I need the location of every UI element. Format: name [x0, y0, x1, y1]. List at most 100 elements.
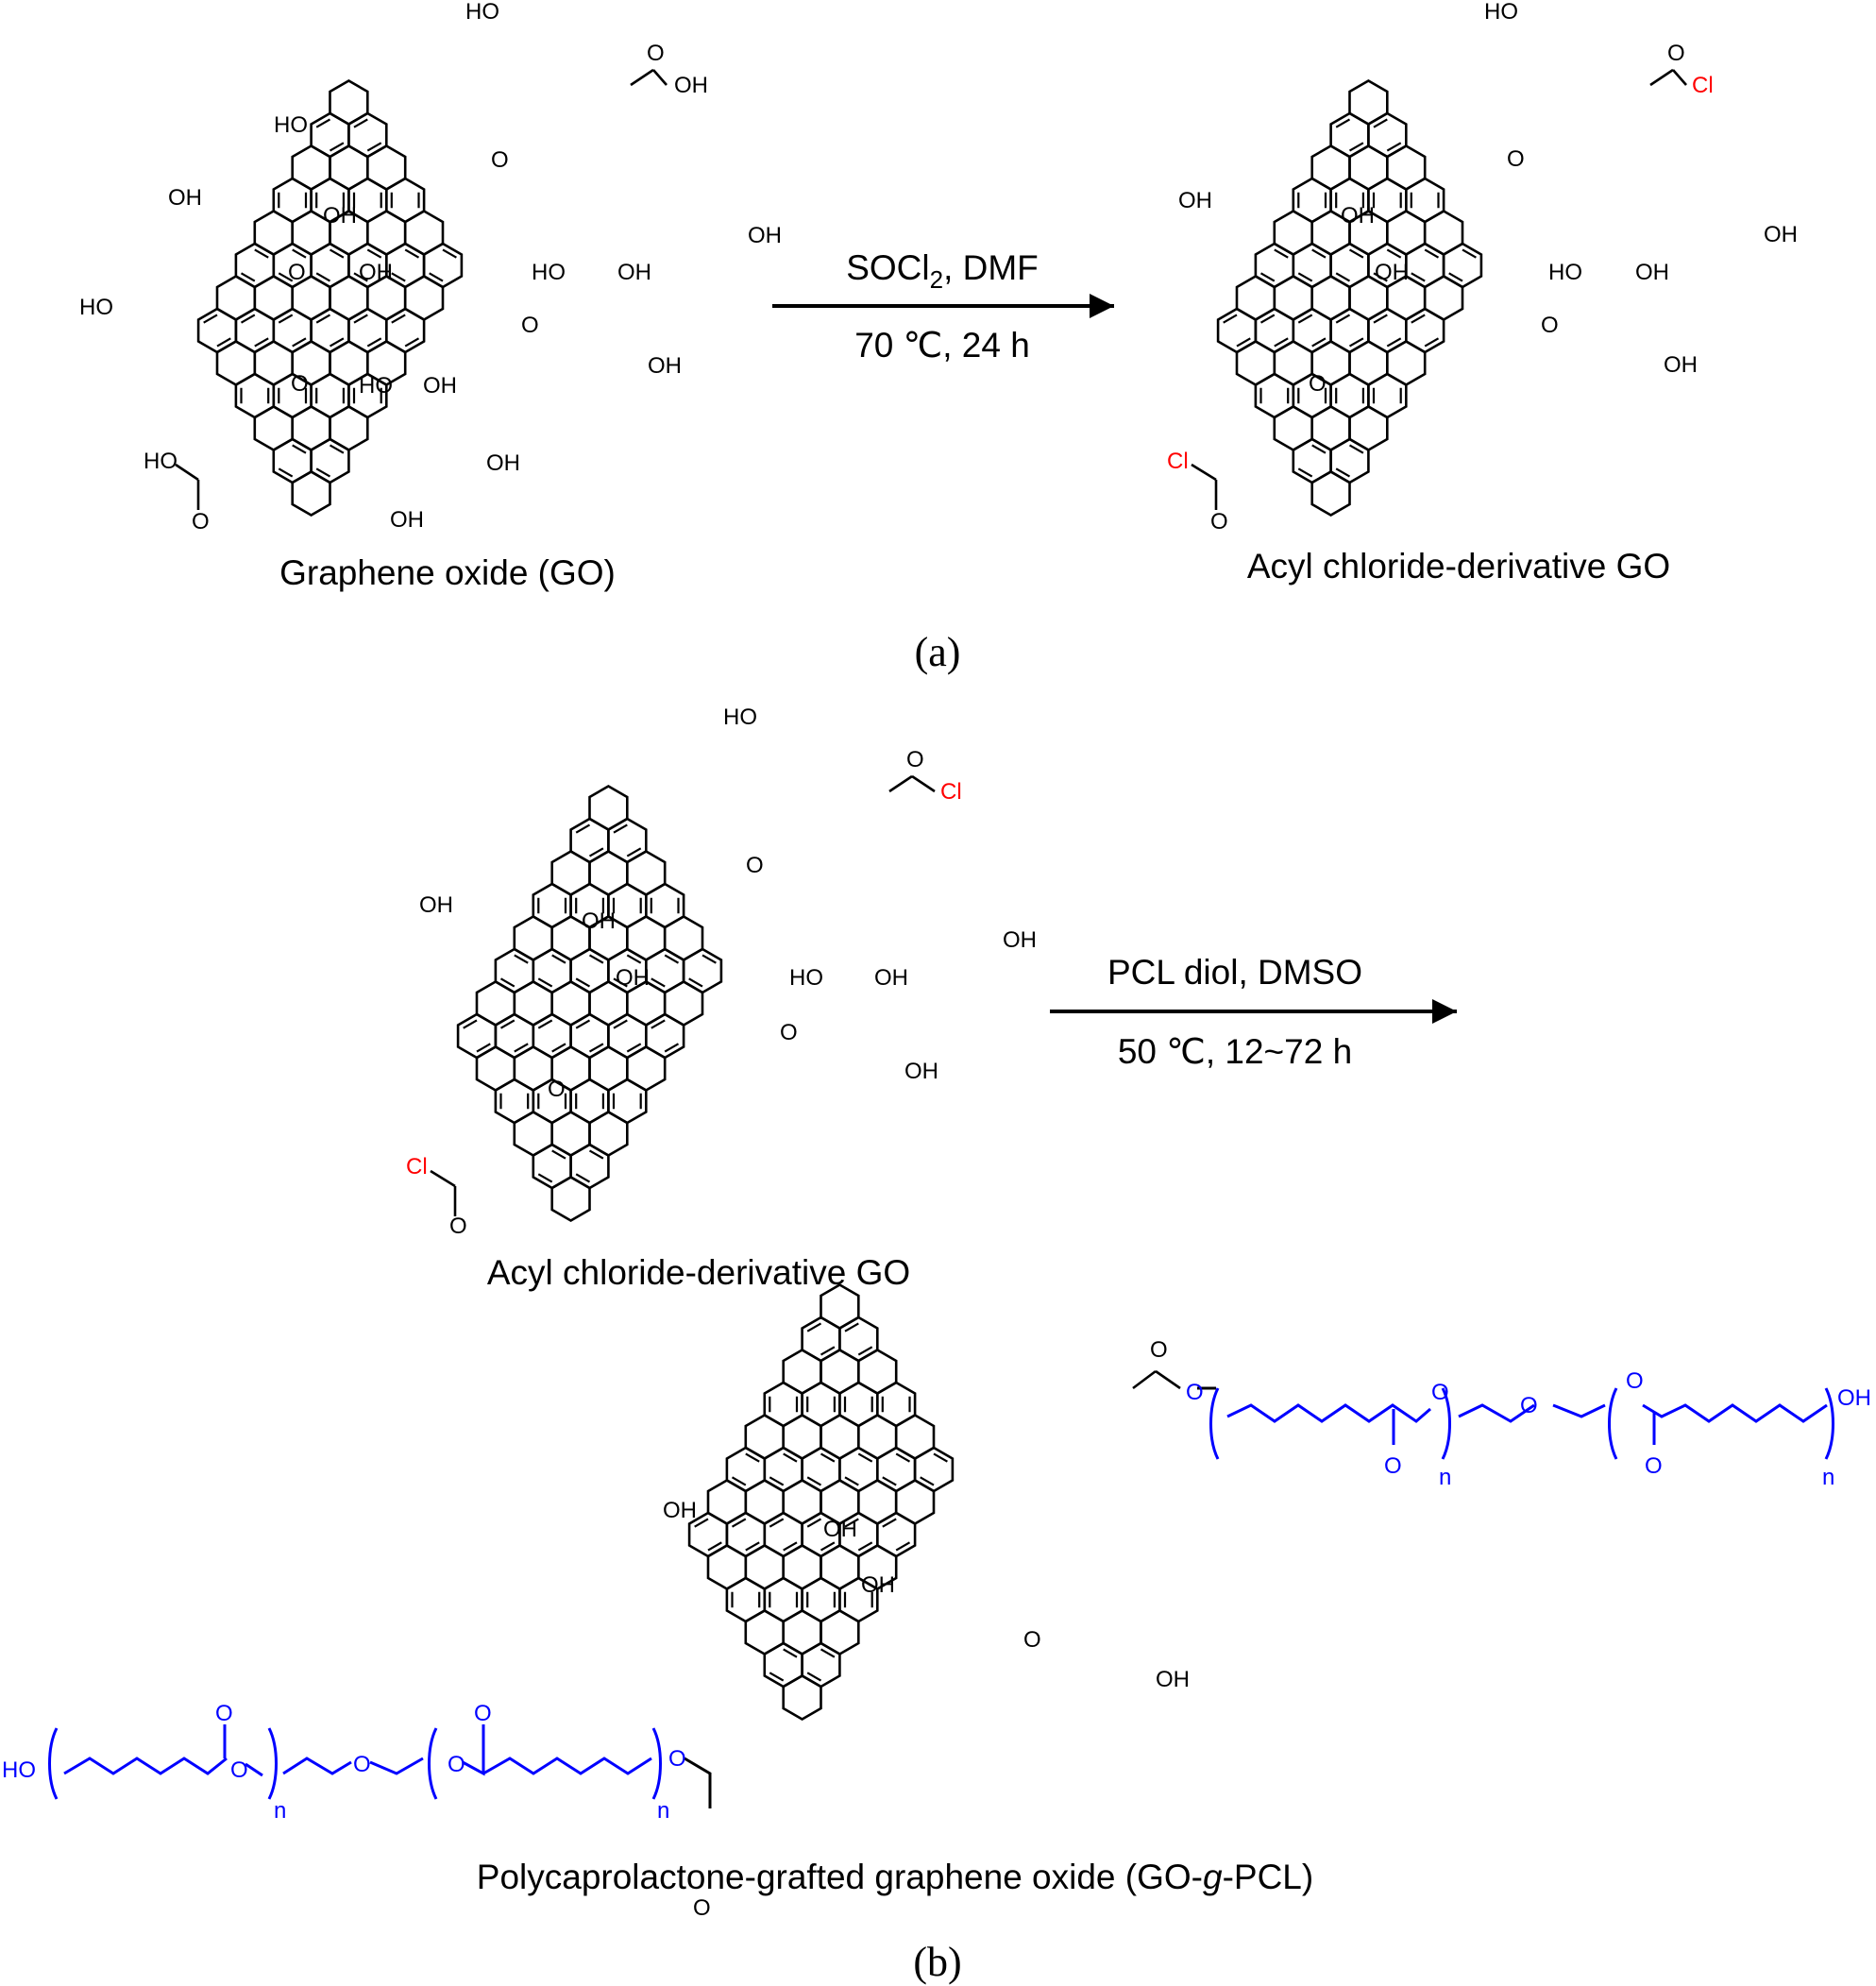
reagent-label-a: SOCl2, DMF [846, 248, 1039, 294]
epoxide-o-label: O [288, 260, 306, 285]
double-bond [731, 1591, 761, 1608]
substituent-bond [1191, 463, 1217, 482]
double-bond [463, 1019, 491, 1053]
substituent-bond [1155, 1369, 1181, 1390]
hydroxyl-label: OH [823, 1517, 857, 1542]
terminal-hydroxyl-label: HO [2, 1757, 36, 1783]
acyl-chloride-go-caption-b: Acyl chloride-derivative GO [487, 1253, 910, 1292]
double-bond [575, 823, 604, 857]
ether-o-label: O [1520, 1393, 1538, 1418]
double-bond [1373, 314, 1402, 348]
hydroxyl-label: OH [648, 353, 682, 379]
caption-post: -PCL) [1223, 1858, 1314, 1896]
double-bond [844, 1322, 873, 1356]
double-bond [391, 248, 420, 282]
epoxide-o-label: O [521, 313, 539, 338]
double-bond [1297, 192, 1327, 209]
hydroxyl-label: OH [1178, 188, 1212, 213]
carbonyl-o-label: O [1210, 509, 1228, 535]
double-bond [920, 1452, 948, 1486]
epoxide-o-label: O [548, 1077, 566, 1102]
double-bond [1259, 248, 1289, 282]
hydroxyl-label: OH [1156, 1667, 1190, 1692]
double-bond [651, 954, 680, 988]
double-bond [843, 1591, 873, 1608]
double-bond [1335, 192, 1364, 209]
double-bond [688, 954, 717, 988]
caption-pre: Polycaprolactone-grafted graphene oxide … [477, 1858, 1203, 1896]
double-bond [731, 1452, 760, 1486]
epoxide-o-label: O [746, 853, 764, 878]
double-bond [575, 1149, 604, 1183]
hydroxyl-label: HO [723, 704, 757, 730]
pcl-chain-left [48, 1724, 662, 1800]
carbonyl-o-label: O [215, 1701, 233, 1726]
hydroxyl-label: HO [1484, 0, 1518, 25]
double-bond [390, 192, 420, 209]
epoxide-o-label: O [1507, 146, 1525, 172]
repeat-n-label: n [274, 1798, 286, 1824]
double-bond [203, 314, 231, 348]
carbonyl-o-label: O [449, 1214, 467, 1239]
double-bond [806, 1591, 836, 1608]
hydroxyl-label: HO [1548, 260, 1582, 285]
hydroxyl-label: OH [1764, 222, 1798, 247]
hydroxyl-label: OH [582, 908, 616, 934]
double-bond [575, 1019, 604, 1053]
double-bond [613, 954, 642, 988]
double-bond [806, 1396, 836, 1413]
carbonyl-o-label: O [906, 747, 924, 772]
double-bond [694, 1518, 722, 1552]
double-bond [650, 897, 680, 914]
carbonyl-o-label: O [1645, 1453, 1663, 1479]
double-bond [499, 954, 529, 988]
double-bond [391, 314, 420, 348]
substituent-bond [1672, 69, 1687, 86]
hydroxyl-label: OH [904, 1059, 938, 1084]
ester-o-label: O [448, 1752, 465, 1777]
double-bond [537, 1093, 567, 1110]
double-bond [1410, 192, 1440, 209]
double-bond [1373, 248, 1402, 282]
double-bond [806, 1322, 836, 1356]
double-bond [882, 1452, 911, 1486]
acyl-chloride-go-substituents: HO O Cl OH OH OH Cl O OH OH HO OH O O O [1167, 0, 1798, 535]
double-bond [1297, 314, 1327, 348]
reagent-solvent: , DMF [943, 248, 1039, 287]
condition-label-b: 50 ℃, 12~72 h [1118, 1032, 1352, 1071]
carbonyl-o-label: O [474, 1701, 492, 1726]
acyl-chloride-label: Cl [1692, 73, 1714, 98]
double-bond [278, 248, 307, 282]
double-bond [612, 1093, 642, 1110]
acyl-chloride-go-caption: Acyl chloride-derivative GO [1247, 547, 1670, 586]
double-bond [1223, 314, 1251, 348]
hydroxyl-label: OH [748, 223, 782, 248]
go-g-pcl-caption: Polycaprolactone-grafted graphene oxide … [477, 1858, 1313, 1896]
carboxyl-oh-label: OH [674, 73, 708, 98]
hydroxyl-label: OH [861, 1572, 895, 1598]
double-bond [1297, 444, 1327, 478]
epoxide-o-label: O [780, 1020, 798, 1045]
double-bond [352, 387, 382, 404]
repeat-n-label: n [657, 1798, 669, 1824]
hydroxyl-label: OH [423, 373, 457, 399]
go-sheet-substituents: HO O OH HO OH HO OH OH OH OH HO O OH OH … [79, 0, 782, 535]
carbonyl-o-label: O [693, 1895, 711, 1921]
repeat-n-label: n [1439, 1465, 1451, 1490]
hydroxyl-label: OH [1341, 203, 1375, 229]
double-bond [651, 1019, 680, 1053]
double-bond [1259, 314, 1289, 348]
double-bond [575, 897, 604, 914]
double-bond [315, 118, 345, 152]
double-bond [315, 192, 345, 209]
hydroxyl-label: OH [874, 965, 908, 991]
double-bond [1373, 118, 1402, 152]
substituent-bond [1649, 68, 1674, 87]
double-bond [240, 248, 269, 282]
double-bond [769, 1396, 799, 1413]
hydroxyl-label: OH [390, 507, 424, 533]
double-bond [1448, 248, 1477, 282]
hydroxyl-label: HO [789, 965, 823, 991]
double-bond [613, 823, 642, 857]
